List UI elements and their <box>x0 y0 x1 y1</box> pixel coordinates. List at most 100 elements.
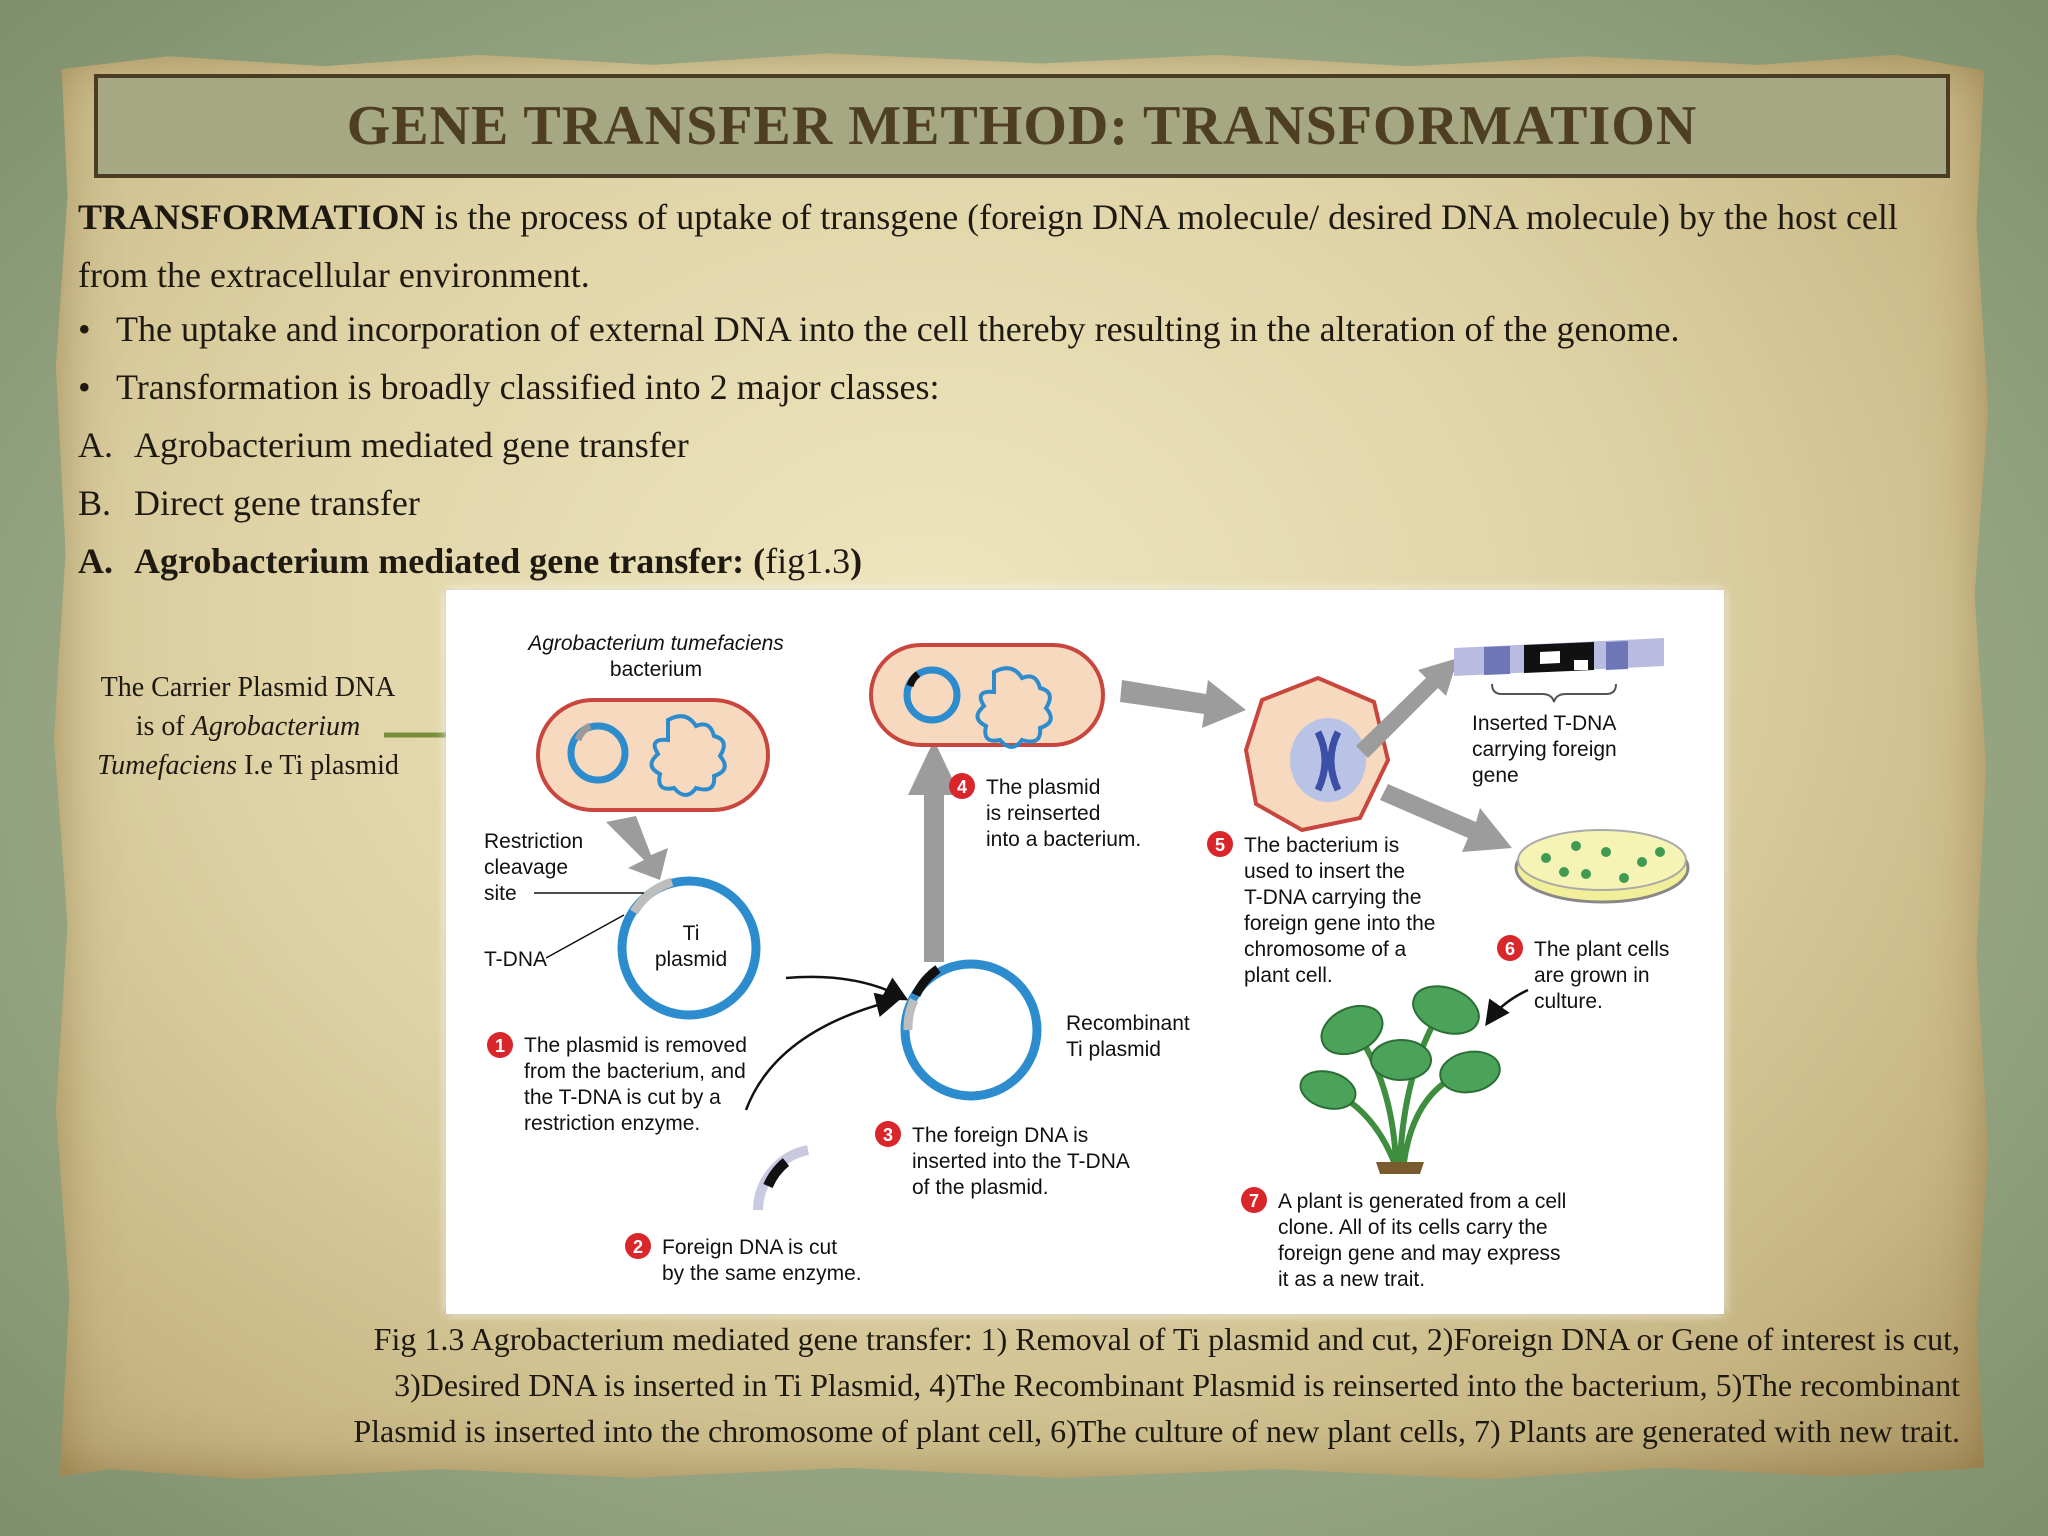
intro-paragraph: TRANSFORMATION is the process of uptake … <box>78 188 1968 304</box>
inserted-line2: carrying foreign <box>1472 738 1617 761</box>
step4-line1: The plasmid <box>986 776 1100 799</box>
recombinant-label-1: Recombinant <box>1066 1012 1190 1035</box>
side-note-line1: The Carrier Plasmid DNA <box>100 672 396 703</box>
step7-line2: clone. All of its cells carry the <box>1278 1216 1548 1239</box>
class-a: A. Agrobacterium mediated gene transfer <box>78 424 689 466</box>
class-a-letter: A. <box>78 425 113 465</box>
step4-line3: into a bacterium. <box>986 828 1141 851</box>
section-heading: A. Agrobacterium mediated gene transfer: … <box>78 540 862 582</box>
culture-dish <box>1514 829 1690 904</box>
step7-line1: A plant is generated from a cell <box>1278 1190 1566 1213</box>
intro-text: is the process of uptake of transgene (f… <box>78 197 1898 295</box>
step1-line3: the T-DNA is cut by a <box>524 1086 721 1109</box>
step4-number: 4 <box>957 777 967 797</box>
class-b-letter: B. <box>78 483 112 523</box>
inserted-line1: Inserted T-DNA <box>1472 712 1616 735</box>
agrobacterium-diagram: Agrobacterium tumefaciens bacterium Rest… <box>484 632 1690 1291</box>
step7-line4: it as a new trait. <box>1278 1268 1425 1291</box>
ti-plasmid <box>617 876 761 1020</box>
plant-illustration <box>1299 985 1501 1174</box>
step5-line5: chromosome of a <box>1244 938 1407 961</box>
step7-number: 7 <box>1249 1191 1259 1211</box>
step1-line2: from the bacterium, and <box>524 1060 746 1083</box>
bacterium-label-1: Agrobacterium tumefaciens <box>526 632 784 655</box>
chromosome-strip <box>1454 638 1664 676</box>
step6-line1: The plant cells <box>1534 938 1669 961</box>
side-note-line3-suffix: I.e Ti plasmid <box>237 750 399 781</box>
section-close: ) <box>850 541 863 581</box>
bacterium-label-2: bacterium <box>610 658 702 681</box>
figure-caption: Fig 1.3 Agrobacterium mediated gene tran… <box>140 1316 1960 1454</box>
step6-line2: are grown in <box>1534 964 1650 987</box>
step7-badge <box>1241 1187 1267 1213</box>
title-box: GENE TRANSFER METHOD: TRANSFORMATION <box>94 74 1950 178</box>
restriction-label-3: site <box>484 882 517 905</box>
side-note-line2-prefix: is of <box>135 711 192 742</box>
side-note-line2: is of Agrobacterium <box>78 707 418 746</box>
step3-badge <box>875 1121 901 1147</box>
step3-number: 3 <box>883 1125 893 1145</box>
arrow-step5 <box>1120 680 1246 728</box>
step5-line2: used to insert the <box>1244 860 1405 883</box>
step5-line1: The bacterium is <box>1244 834 1399 857</box>
intro-term: TRANSFORMATION <box>78 197 426 237</box>
side-note-line3: Tumefaciens I.e Ti plasmid <box>78 746 418 785</box>
step2-badge <box>625 1233 651 1259</box>
step1-badge <box>487 1032 513 1058</box>
arrow-to-culture <box>1380 784 1512 852</box>
caption-line2: 3)Desired DNA is inserted in Ti Plasmid,… <box>394 1367 1960 1403</box>
section-letter: A. <box>78 541 113 581</box>
side-note: The Carrier Plasmid DNA is of Agrobacter… <box>78 668 418 785</box>
figure-1-3: Agrobacterium tumefaciens bacterium Rest… <box>446 590 1724 1314</box>
step5-number: 5 <box>1215 835 1225 855</box>
class-a-text: Agrobacterium mediated gene transfer <box>134 425 689 465</box>
ti-label-1: Ti <box>683 922 700 945</box>
bullet-1: • The uptake and incorporation of externa… <box>78 308 1680 350</box>
bacterium-1 <box>536 698 770 812</box>
bullet-2: • Transformation is broadly classified in… <box>78 366 940 408</box>
recombinant-plasmid <box>900 959 1042 1101</box>
section-bold: Agrobacterium mediated gene transfer: ( <box>134 541 766 581</box>
tdna-label: T-DNA <box>484 948 547 971</box>
class-b: B. Direct gene transfer <box>78 482 420 524</box>
step4-line2: is reinserted <box>986 802 1100 825</box>
caption-line1: Fig 1.3 Agrobacterium mediated gene tran… <box>373 1321 1960 1357</box>
step1-line4: restriction enzyme. <box>524 1112 700 1135</box>
arrow-to-chromosome <box>1356 658 1458 758</box>
step3-line1: The foreign DNA is <box>912 1124 1088 1147</box>
step5-line4: foreign gene into the <box>1244 912 1435 935</box>
step4-badge <box>949 773 975 799</box>
bacterium-2 <box>869 643 1105 749</box>
step5-line6: plant cell. <box>1244 964 1333 987</box>
step5-badge <box>1207 831 1233 857</box>
plant-cell <box>1243 675 1391 833</box>
step3-line2: inserted into the T-DNA <box>912 1150 1130 1173</box>
step6-line3: culture. <box>1534 990 1603 1013</box>
side-note-line3-italic: Tumefaciens <box>97 750 238 781</box>
bullet-dot: • <box>78 367 91 407</box>
step6-badge <box>1497 935 1523 961</box>
arrow-step4 <box>908 740 960 962</box>
slide-title: GENE TRANSFER METHOD: TRANSFORMATION <box>346 95 1698 157</box>
restriction-label-1: Restriction <box>484 830 583 853</box>
step1-line1: The plasmid is removed <box>524 1034 747 1057</box>
bullet-1-text: The uptake and incorporation of external… <box>116 309 1680 349</box>
step1-number: 1 <box>495 1036 505 1056</box>
step5-line3: T-DNA carrying the <box>1244 886 1421 909</box>
restriction-label-2: cleavage <box>484 856 568 879</box>
class-b-text: Direct gene transfer <box>134 483 420 523</box>
side-note-line2-italic: Agrobacterium <box>191 711 361 742</box>
section-ref: fig1.3 <box>765 541 851 581</box>
step2-line2: by the same enzyme. <box>662 1262 862 1285</box>
step3-line3: of the plasmid. <box>912 1176 1049 1199</box>
step2-number: 2 <box>633 1237 643 1257</box>
arrow-step1 <box>606 816 668 880</box>
recombinant-label-2: Ti plasmid <box>1066 1038 1161 1061</box>
step7-line3: foreign gene and may express <box>1278 1242 1561 1265</box>
bullet-dot: • <box>78 309 91 349</box>
inserted-line3: gene <box>1472 764 1519 787</box>
foreign-dna-fragment <box>753 1145 810 1211</box>
caption-line3: Plasmid is inserted into the chromosome … <box>353 1413 1960 1449</box>
bullet-2-text: Transformation is broadly classified int… <box>116 367 940 407</box>
step2-line1: Foreign DNA is cut <box>662 1236 837 1259</box>
